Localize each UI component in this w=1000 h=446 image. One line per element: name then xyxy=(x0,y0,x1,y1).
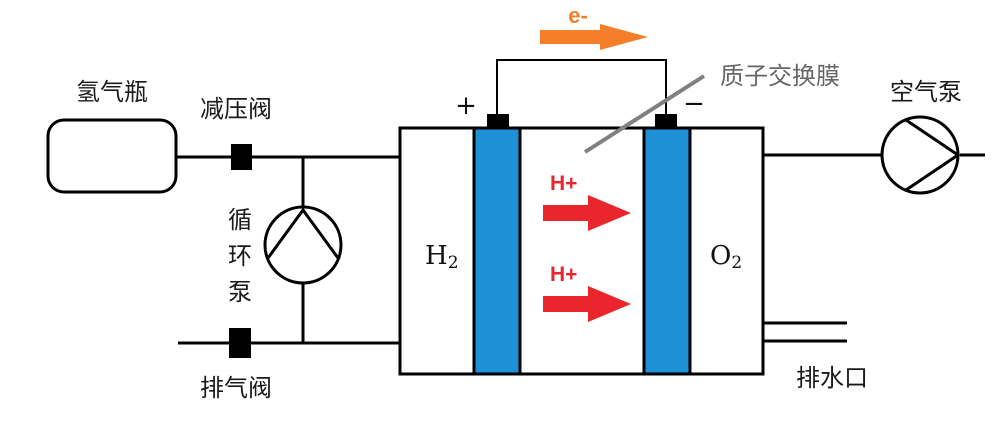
plus-terminal-label: + xyxy=(455,91,477,121)
proton-arrow-1 xyxy=(543,195,631,231)
circulation-pump xyxy=(263,205,343,285)
electron-flow-arrow xyxy=(540,24,648,50)
exhaust-valve-label: 排气阀 xyxy=(200,374,272,402)
circulation-pump-label-1: 循 xyxy=(228,206,252,234)
proton-label-1: H+ xyxy=(550,172,577,195)
membrane-label-pointer xyxy=(583,74,706,154)
air-pump xyxy=(880,115,961,195)
cathode-chamber-label: O2 xyxy=(710,241,742,273)
anode-chamber-label: H2 xyxy=(425,241,459,273)
proton-label-2: H+ xyxy=(550,263,577,286)
exhaust-valve xyxy=(229,328,251,358)
proton-arrow-2 xyxy=(543,286,631,322)
drain-outlet-label: 排水口 xyxy=(796,364,868,392)
proton-exchange-membrane-label: 质子交换膜 xyxy=(720,62,840,90)
anode-terminal xyxy=(487,114,509,129)
cathode-terminal xyxy=(655,114,677,129)
hydrogen-tank xyxy=(46,118,178,194)
anode-electrode xyxy=(472,126,522,376)
pressure-reducing-valve xyxy=(231,144,252,170)
hydrogen-tank-label: 氢气瓶 xyxy=(76,78,148,106)
circulation-pump-label-3: 泵 xyxy=(228,278,252,306)
electron-flow-label: e- xyxy=(568,3,588,28)
pressure-reducing-valve-label: 减压阀 xyxy=(200,95,272,123)
air-pump-label: 空气泵 xyxy=(890,78,962,106)
circulation-pump-label-2: 环 xyxy=(228,242,252,270)
external-circuit-wire xyxy=(496,59,667,116)
fuel-cell-body xyxy=(398,126,765,376)
minus-terminal-label: − xyxy=(683,89,705,119)
cathode-electrode xyxy=(642,126,692,376)
